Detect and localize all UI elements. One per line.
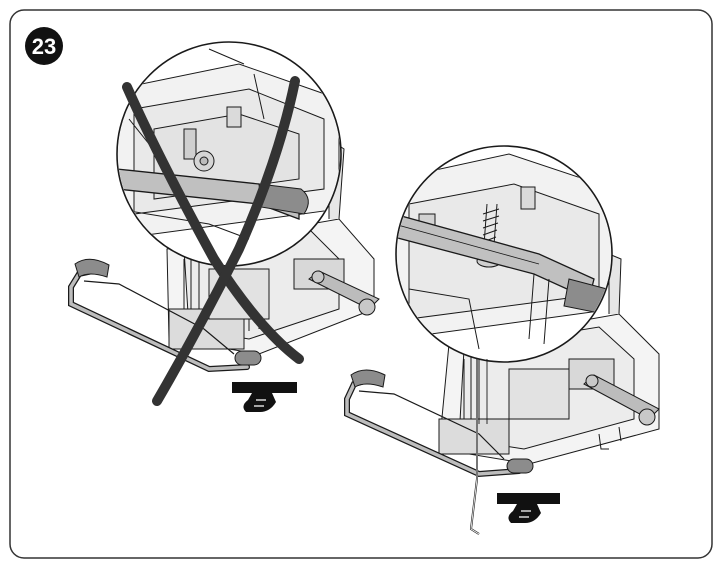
figure-number: 23 <box>32 34 56 59</box>
pointing-hand-icon <box>497 493 560 523</box>
figure-number-badge: 23 <box>25 27 63 65</box>
right-zoom-detail <box>395 145 613 363</box>
pointing-hand-icon <box>232 382 297 412</box>
figure-frame: 23 <box>9 9 713 559</box>
left-zoom-detail <box>116 41 342 267</box>
x-cross-icon <box>122 76 304 406</box>
